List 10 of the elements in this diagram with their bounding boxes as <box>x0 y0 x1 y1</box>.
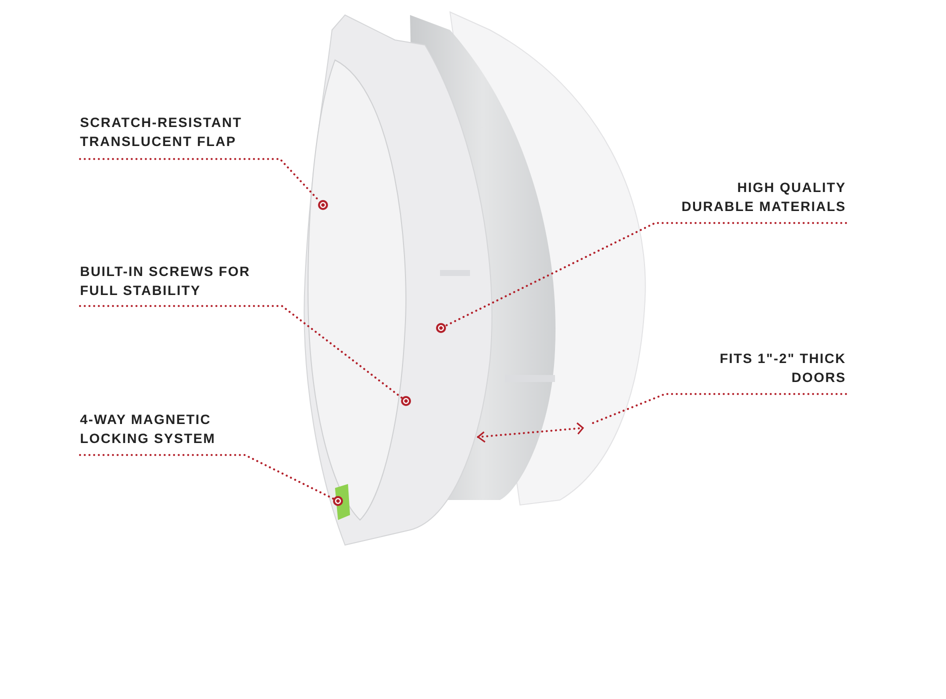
callout-label: HIGH QUALITY DURABLE MATERIALS <box>681 179 846 216</box>
leader-line <box>592 393 847 424</box>
callout-label: BUILT-IN SCREWS FOR FULL STABILITY <box>80 263 252 300</box>
leader-line <box>79 305 404 399</box>
leader-line <box>79 454 335 500</box>
leader-line <box>444 222 847 327</box>
leader-line <box>79 158 321 202</box>
callout-label: SCRATCH-RESISTANT TRANSLUCENT FLAP <box>80 114 243 151</box>
callout-label: FITS 1"-2" THICK DOORS <box>718 350 846 387</box>
callout-label: 4-WAY MAGNETIC LOCKING SYSTEM <box>80 411 217 448</box>
